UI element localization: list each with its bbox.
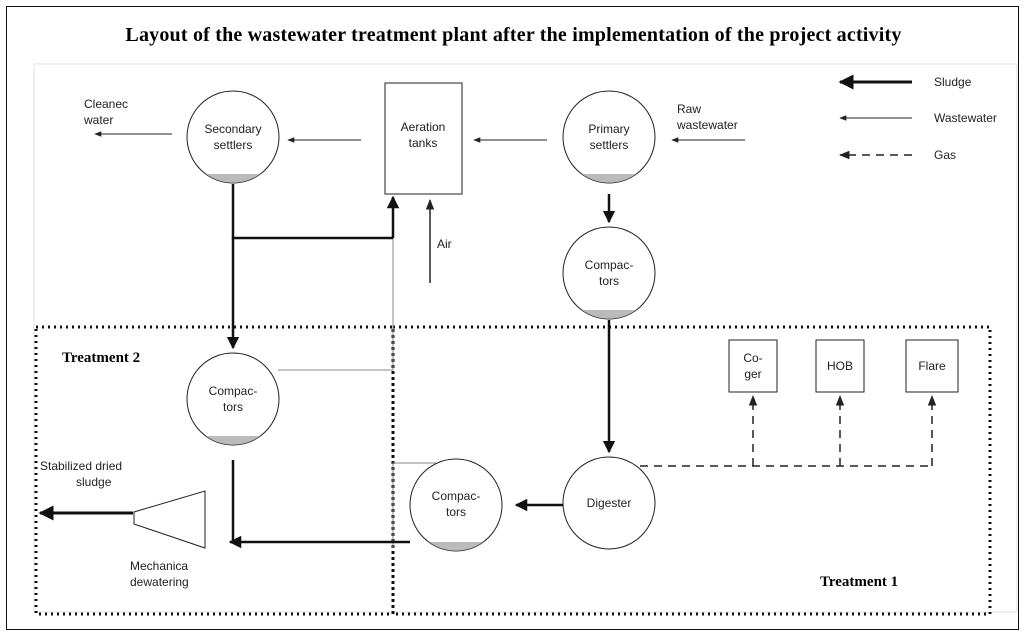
digester-label: Digester [587, 496, 632, 510]
compactors-t2-node: Compac- tors [186, 352, 280, 446]
cogen-node: Co- ger [728, 339, 778, 393]
stabilized-sludge-label-2: sludge [76, 475, 112, 489]
aeration-tanks-node: Aeration tanks [384, 82, 463, 195]
hob-label: HOB [827, 359, 853, 373]
mechanical-dewatering-label-1: Mechanica [130, 559, 188, 573]
primary-settlers-label-2: settlers [590, 138, 629, 152]
primary-settlers-label-1: Primary [588, 122, 629, 136]
treatment2-label: Treatment 2 [62, 350, 140, 366]
air-label: Air [437, 237, 452, 251]
cogen-label-2: ger [744, 367, 761, 381]
compactors-mid-node: Compac- tors [409, 458, 503, 552]
raw-wastewater-label-1: Raw [677, 102, 701, 116]
secondary-settlers-node: Secondary settlers [186, 90, 280, 184]
stabilized-sludge-label-1: Stabilized dried [40, 459, 122, 473]
legend-sludge-label: Sludge [934, 75, 972, 89]
compactors-top-label-1: Compac- [585, 258, 634, 272]
treatment1-label: Treatment 1 [820, 574, 898, 590]
mechanical-dewatering-label-2: dewatering [130, 575, 189, 589]
flare-label: Flare [918, 359, 946, 373]
diagram-title: Layout of the wastewater treatment plant… [125, 24, 902, 46]
treatment2-zone [34, 325, 395, 616]
flare-node: Flare [905, 339, 959, 393]
treatment1-zone [391, 325, 992, 616]
secondary-settlers-label-2: settlers [214, 138, 253, 152]
compactors-top-label-2: tors [599, 274, 619, 288]
compactors-mid-label-2: tors [446, 505, 466, 519]
compactors-t2-label-2: tors [223, 400, 243, 414]
hob-node: HOB [815, 339, 865, 393]
primary-settlers-node: Primary settlers [562, 90, 656, 184]
compactors-top-node: Compac- tors [562, 226, 656, 320]
mechanical-dewatering-node [133, 490, 206, 549]
aeration-tanks-label-1: Aeration [401, 120, 446, 134]
compactors-t2-label-1: Compac- [209, 384, 258, 398]
cogen-label-1: Co- [743, 351, 762, 365]
raw-wastewater-label-2: wastewater [676, 118, 738, 132]
clean-water-label-2: water [83, 113, 113, 127]
mid-compactors-link-line [392, 462, 436, 548]
legend-gas-label: Gas [934, 148, 956, 162]
digester-node: Digester [562, 456, 656, 550]
aeration-tanks-label-2: tanks [409, 136, 438, 150]
legend-wastewater-label: Wastewater [934, 111, 997, 125]
secondary-settlers-label-1: Secondary [204, 122, 261, 136]
clean-water-label-1: Cleanec [84, 97, 128, 111]
compactors-mid-label-1: Compac- [432, 489, 481, 503]
